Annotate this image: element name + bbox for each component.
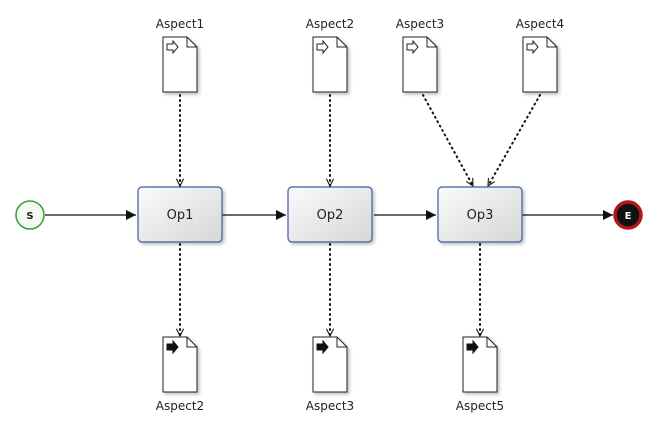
start-event[interactable]: S bbox=[15, 200, 45, 230]
association-aspect3-to-op3[interactable] bbox=[422, 94, 474, 186]
task-op3[interactable]: Op3 bbox=[437, 186, 523, 243]
end-event-label: E bbox=[625, 211, 632, 222]
document-label: Aspect4 bbox=[516, 17, 564, 31]
input-arrow-outline-icon bbox=[166, 39, 179, 55]
document-label: Aspect2 bbox=[306, 17, 354, 31]
task-label: Op1 bbox=[167, 208, 194, 223]
input-arrow-outline-icon bbox=[526, 39, 539, 55]
document-label: Aspect1 bbox=[156, 17, 204, 31]
document-label: Aspect3 bbox=[306, 399, 354, 413]
task-op2[interactable]: Op2 bbox=[287, 186, 373, 243]
task-label: Op2 bbox=[317, 208, 344, 223]
document-label: Aspect3 bbox=[396, 17, 444, 31]
output-arrow-filled-icon bbox=[466, 339, 479, 355]
input-document-aspect2[interactable] bbox=[312, 36, 348, 93]
output-document-aspect5[interactable] bbox=[462, 336, 498, 393]
input-document-aspect3[interactable] bbox=[402, 36, 438, 93]
input-document-aspect1[interactable] bbox=[162, 36, 198, 93]
start-event-label: S bbox=[26, 211, 33, 222]
input-arrow-outline-icon bbox=[406, 39, 419, 55]
end-event[interactable]: E bbox=[613, 200, 643, 230]
output-arrow-filled-icon bbox=[316, 339, 329, 355]
input-arrow-outline-icon bbox=[316, 39, 329, 55]
input-document-aspect4[interactable] bbox=[522, 36, 558, 93]
association-aspect4-to-op3[interactable] bbox=[487, 94, 541, 186]
output-document-aspect2[interactable] bbox=[162, 336, 198, 393]
output-document-aspect3[interactable] bbox=[312, 336, 348, 393]
document-label: Aspect5 bbox=[456, 399, 504, 413]
task-label: Op3 bbox=[467, 208, 494, 223]
output-arrow-filled-icon bbox=[166, 339, 179, 355]
document-label: Aspect2 bbox=[156, 399, 204, 413]
data-associations bbox=[180, 94, 541, 337]
task-op1[interactable]: Op1 bbox=[137, 186, 223, 243]
